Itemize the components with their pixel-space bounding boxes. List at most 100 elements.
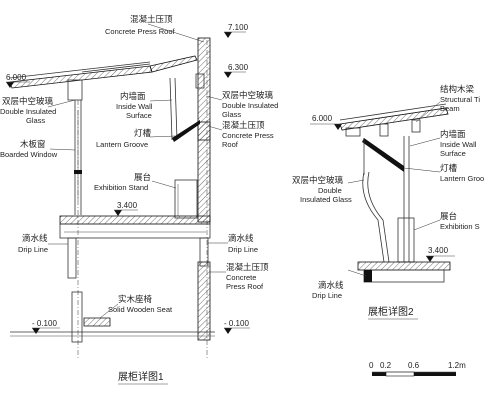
label-window-zh: 木板窗	[20, 139, 46, 149]
leader-seat	[99, 303, 119, 319]
roof-top-line	[9, 61, 151, 79]
scale-tick-1-2: 1.2m	[448, 361, 466, 370]
level-mark-6000	[6, 82, 14, 88]
beam-6300	[195, 73, 205, 89]
leader-window	[49, 148, 76, 151]
d2-label-glass-en1: Double	[318, 186, 342, 195]
label-glass-right-zh: 双层中空玻璃	[222, 90, 274, 100]
d2-leader-inner-wall	[409, 137, 441, 147]
d2-lantern-slope	[362, 138, 404, 172]
window-mullion	[74, 170, 82, 174]
label-glass-left-zh: 双层中空玻璃	[2, 96, 54, 106]
level-mark-7100	[224, 32, 232, 38]
d2-drip-block	[364, 270, 372, 282]
label-roof-low-zh: 混凝土压顶	[226, 262, 269, 272]
d2-label-drip-zh: 滴水线	[318, 280, 344, 290]
wall-low-right	[197, 261, 211, 341]
label-inner-wall-zh: 内墙面	[120, 91, 146, 101]
label-inner-wall-en1: Inside Wall	[116, 102, 153, 111]
label-drip-right-zh: 滴水线	[228, 233, 254, 243]
d2-label-lantern-en: Lantern Groo	[440, 174, 484, 183]
d2-leader-lantern	[403, 167, 441, 173]
d2-level-3400: 3.400	[428, 246, 449, 255]
d2-label-beam-en2: Beam	[440, 104, 460, 113]
d2-floor-slab	[357, 261, 451, 271]
d2-beam-a	[379, 123, 389, 137]
scale-seg-3	[414, 372, 456, 376]
d2-roof-top	[339, 103, 447, 121]
scale-seg-2	[385, 371, 415, 377]
label-window-en: Boarded Window	[0, 150, 58, 159]
d2-leader-glass	[347, 179, 365, 184]
label-drip-left-zh: 滴水线	[22, 233, 48, 243]
d2-label-glass-zh: 双层中空玻璃	[292, 175, 344, 185]
label-drip-right-en: Drip Line	[228, 245, 258, 254]
inner-wall-vertical	[169, 77, 173, 141]
leader-inner-wall	[149, 99, 173, 102]
detail-1-geometry	[6, 23, 250, 360]
lantern-groove-slope	[172, 120, 200, 142]
level-6300: 6.300	[228, 63, 249, 72]
scale-bar	[372, 371, 456, 377]
label-roof-mid-en2: Roof	[222, 140, 239, 149]
label-glass-right-en1: Double Insulated	[222, 101, 278, 110]
level-3400: 3.400	[117, 201, 138, 210]
d2-level-6000: 6.000	[312, 114, 333, 123]
floor-slab-3400	[59, 215, 211, 225]
d2-eave-box	[345, 127, 361, 137]
level-7100: 7.100	[228, 23, 249, 32]
label-drip-left-en: Drip Line	[18, 245, 48, 254]
d2-roof-slab	[339, 107, 449, 131]
label-roof-low-en2: Press Roof	[226, 282, 264, 291]
level-0100-left: - 0.100	[32, 319, 57, 328]
label-concrete-roof-top-en: Concrete Press Roof	[105, 27, 176, 36]
scale-seg-1	[372, 372, 386, 376]
label-roof-mid-en1: Concrete Press	[222, 131, 274, 140]
d2-label-stand-en: Exhibition S	[440, 222, 480, 231]
d2-leader-stand	[413, 219, 441, 231]
d2-label-inner-wall-en2: Surface	[440, 149, 466, 158]
level-mark-3400	[114, 210, 122, 216]
label-glass-right-en2: Glass	[222, 110, 241, 119]
wall-mid-right	[197, 121, 211, 223]
leader-lantern	[149, 135, 176, 138]
scale-tick-0-2: 0.2	[380, 361, 392, 370]
d2-beam-b	[411, 119, 421, 133]
d2-glass-curve-a	[362, 171, 385, 263]
detail-2-title: 展柜详图2	[368, 305, 414, 318]
detail-1-title: 展柜详图1	[118, 370, 164, 383]
d2-leader-drip	[347, 269, 367, 277]
d2-label-inner-wall-zh: 内墙面	[440, 129, 466, 139]
scale-tick-0: 0	[369, 361, 374, 370]
label-concrete-roof-top-zh: 混凝土压顶	[130, 14, 173, 24]
label-stand-en: Exhibition Stand	[94, 183, 148, 192]
leader-roof-top	[147, 23, 205, 43]
roof-fascia	[81, 63, 151, 73]
d2-label-beam-zh: 结构木梁	[440, 84, 475, 94]
scale-bar-text: 0 0.2 0.6 1.2m	[369, 361, 466, 370]
leader-roof-mid	[207, 125, 223, 131]
level-mark-0100a	[32, 328, 40, 334]
drip-column-left	[67, 237, 77, 279]
exhibition-stand-1	[174, 179, 198, 219]
leader-stand	[151, 180, 177, 189]
label-glass-left-en1: Double Insulated	[0, 107, 56, 116]
wooden-seat	[83, 317, 111, 327]
floor-box-3400	[59, 223, 211, 239]
d2-glass-curve-b	[367, 171, 390, 263]
label-lantern-zh: 灯槽	[134, 128, 152, 138]
d2-label-lantern-zh: 灯槽	[440, 163, 458, 173]
label-roof-low-en1: Concrete	[226, 273, 256, 282]
roof-slab-right	[149, 55, 198, 73]
label-glass-left-en2: Glass	[26, 116, 45, 125]
d2-label-inner-wall-en1: Inside Wall	[440, 140, 477, 149]
level-6000: 6.000	[6, 73, 27, 82]
d2-label-beam-en1: Structural Ti	[440, 95, 480, 104]
level-mark-0100b	[224, 328, 232, 334]
d2-exhibition-stand	[397, 217, 415, 263]
leader-glass-left	[47, 99, 76, 108]
lower-left-post	[71, 291, 83, 343]
label-roof-mid-zh: 混凝土压顶	[222, 120, 265, 130]
detail-1-text: 7.100 6.300 6.000 3.400 - 0.100 - 0.100 …	[0, 14, 278, 385]
